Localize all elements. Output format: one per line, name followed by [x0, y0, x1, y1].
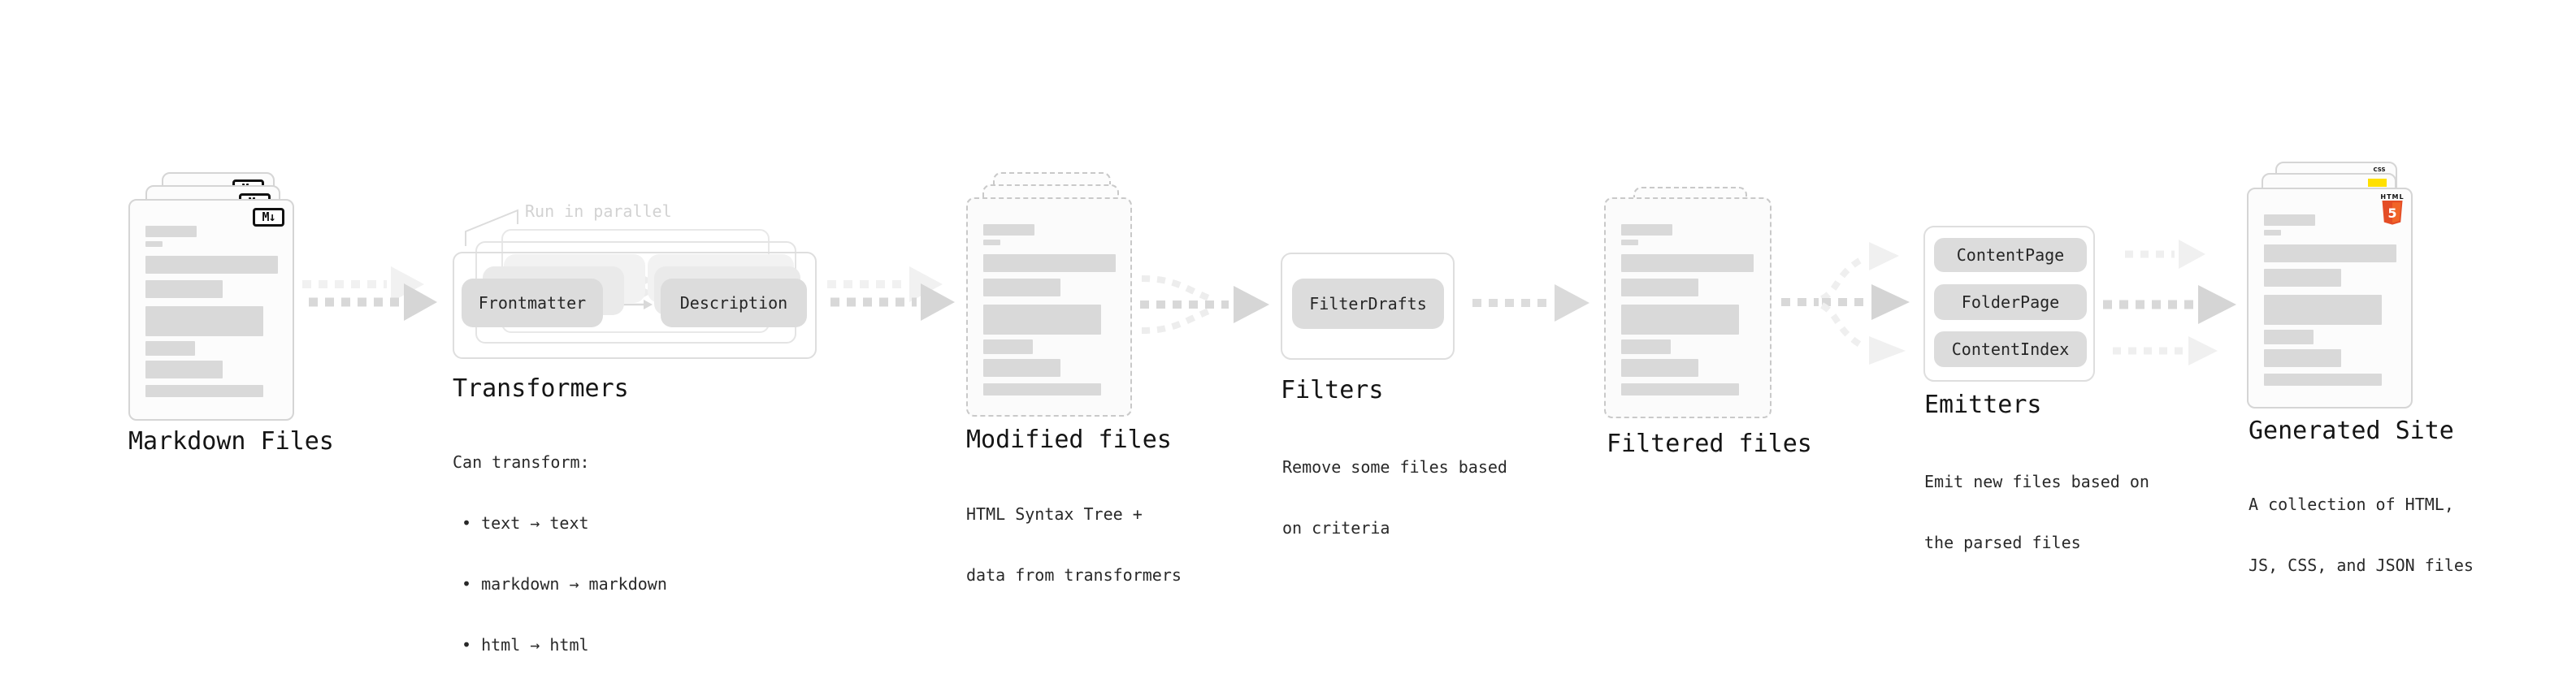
skeleton-bar — [983, 383, 1101, 396]
modified-files-description: HTML Syntax Tree + data from transformer… — [966, 464, 1182, 626]
description-line: HTML Syntax Tree + — [966, 504, 1143, 524]
filters-label: Filters — [1281, 376, 1384, 404]
emitters-label: Emitters — [1924, 391, 2042, 419]
transformers-label: Transformers — [453, 374, 629, 403]
generated-site-description: A collection of HTML, JS, CSS, and JSON … — [2249, 454, 2474, 616]
skeleton-bar — [1621, 383, 1739, 396]
file-card: HTML 5 — [2247, 188, 2413, 409]
skeleton-bar — [983, 359, 1060, 377]
js-icon — [2368, 179, 2387, 187]
skeleton-bar — [1621, 224, 1672, 236]
skeleton-bar — [1621, 240, 1638, 245]
arrow-filters-to-filtered — [1472, 284, 1589, 322]
description-line: on criteria — [1282, 518, 1390, 538]
skeleton-bar — [983, 254, 1116, 272]
file-card — [1604, 197, 1772, 418]
contentindex-button: ContentIndex — [1934, 331, 2087, 367]
skeleton-bar — [145, 341, 195, 356]
description-line: A collection of HTML, — [2249, 495, 2454, 514]
file-content-skeleton — [983, 224, 1116, 396]
skeleton-bar — [1621, 359, 1698, 377]
arrow-markdown-to-transformers — [309, 283, 437, 321]
description-line: • markdown → markdown — [462, 574, 667, 594]
transformers-description: Can transform: • text → text • markdown … — [453, 412, 667, 696]
description-line: Emit new files based on — [1924, 472, 2149, 491]
file-content-skeleton — [2264, 214, 2396, 386]
markdown-files-label: Markdown Files — [128, 427, 334, 456]
generated-site-label: Generated Site — [2249, 417, 2454, 445]
transformer-frame — [453, 252, 817, 359]
skeleton-bar — [145, 385, 263, 397]
skeleton-bar — [2264, 269, 2341, 287]
skeleton-bar — [2264, 230, 2281, 236]
skeleton-bar — [1621, 305, 1739, 335]
file-content-skeleton — [1621, 224, 1754, 396]
skeleton-bar — [145, 361, 223, 378]
skeleton-bar — [983, 339, 1033, 354]
description-line: Remove some files based — [1282, 457, 1507, 477]
description-line: • html → html — [462, 635, 589, 655]
skeleton-bar — [1621, 254, 1754, 272]
modified-files-label: Modified files — [966, 426, 1172, 454]
description-line: • text → text — [462, 513, 589, 533]
description-button: Description — [661, 279, 807, 327]
description-line: Can transform: — [453, 452, 590, 472]
file-card — [966, 197, 1132, 417]
arrow-emitters-to-generated — [2103, 240, 2236, 365]
skeleton-bar — [2264, 244, 2396, 262]
skeleton-bar — [145, 306, 263, 336]
skeleton-bar — [983, 240, 1000, 245]
skeleton-bar — [1621, 339, 1671, 354]
skeleton-bar — [2264, 214, 2315, 226]
skeleton-bar — [2264, 349, 2341, 367]
run-in-parallel-annotation: Run in parallel — [525, 201, 672, 221]
arrow-modified-to-filters — [1140, 275, 1269, 334]
markdown-icon: M↓ — [253, 208, 284, 227]
svg-text:5: 5 — [2387, 205, 2396, 221]
html5-shield: 5 — [2382, 201, 2403, 225]
emitters-description: Emit new files based on the parsed files — [1924, 431, 2149, 594]
file-content-skeleton — [145, 226, 278, 397]
skeleton-bar — [2264, 374, 2382, 386]
html5-icon: HTML 5 — [2380, 193, 2405, 225]
description-line: data from transformers — [966, 565, 1182, 585]
arrow-markdown-to-transformers-ghost — [302, 266, 424, 302]
filterdrafts-button: FilterDrafts — [1292, 279, 1444, 329]
file-card: M↓ — [128, 199, 294, 421]
skeleton-bar — [145, 280, 223, 298]
css-badge-word: CSS — [2373, 166, 2386, 173]
folderpage-button: FolderPage — [1934, 284, 2087, 320]
skeleton-bar — [983, 305, 1101, 335]
arrow-transformers-to-modified-ghost — [827, 266, 943, 302]
description-line: JS, CSS, and JSON files — [2249, 556, 2474, 575]
arrow-filtered-to-emitters — [1781, 242, 1910, 365]
description-line: the parsed files — [1924, 533, 2081, 552]
skeleton-bar — [983, 279, 1060, 296]
skeleton-bar — [1621, 279, 1698, 296]
skeleton-bar — [983, 224, 1034, 236]
html5-badge-word: HTML — [2380, 193, 2405, 201]
filters-description: Remove some files based on criteria — [1282, 417, 1507, 579]
skeleton-bar — [145, 241, 163, 247]
skeleton-bar — [2264, 295, 2382, 325]
frontmatter-button: Frontmatter — [462, 279, 603, 327]
filtered-files-label: Filtered files — [1607, 430, 1812, 458]
skeleton-bar — [145, 256, 278, 274]
skeleton-bar — [145, 226, 197, 237]
arrow-transformers-to-modified — [830, 283, 955, 321]
static-site-pipeline-diagram: M↓ M↓ M↓ Markdown Files Run in parallel … — [128, 162, 2474, 655]
skeleton-bar — [2264, 330, 2314, 344]
contentpage-button: ContentPage — [1934, 238, 2087, 272]
